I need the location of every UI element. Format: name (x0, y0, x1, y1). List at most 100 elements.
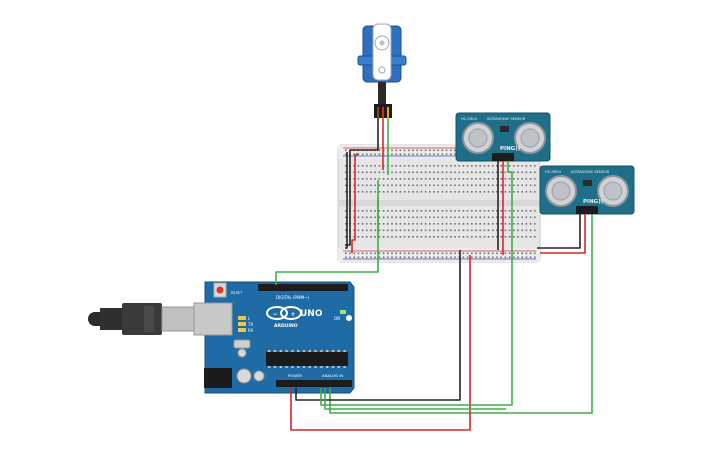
breadboard-hole (361, 229, 364, 232)
breadboard-bottom-rail (338, 248, 540, 262)
breadboard-hole (500, 171, 502, 174)
breadboard-hole (513, 223, 515, 225)
breadboard-hole (517, 256, 519, 259)
breadboard-hole (445, 216, 448, 219)
breadboard-hole (378, 256, 381, 259)
breadboard-hole (450, 171, 452, 174)
breadboard-hole (441, 153, 444, 156)
breadboard-hole (513, 191, 515, 193)
ultrasonic-sensor-1[interactable]: ULTRASONIC SENSOR HC-SR04 PING)) (455, 112, 551, 162)
breadboard-hole (450, 149, 452, 152)
breadboard-hole (412, 229, 414, 232)
breadboard-hole (403, 153, 406, 156)
breadboard-hole (370, 165, 372, 167)
chip-pin (314, 350, 317, 352)
wire-rail-black-left[interactable] (345, 152, 348, 249)
chip-pin (320, 350, 323, 352)
breadboard-hole (357, 178, 360, 180)
breadboard-hole (408, 171, 410, 174)
breadboard-hole (412, 165, 414, 167)
wire-sensor2-gnd[interactable] (537, 214, 581, 249)
breadboard-hole (496, 165, 498, 167)
breadboard-hole (433, 149, 435, 152)
breadboard-hole (378, 178, 381, 180)
breadboard-hole (378, 165, 381, 167)
breadboard-hole (412, 149, 414, 152)
breadboard-hole (357, 252, 360, 255)
breadboard-hole (534, 252, 536, 255)
breadboard-hole (374, 178, 376, 180)
breadboard-hole (534, 191, 536, 193)
breadboard-hole (391, 171, 393, 174)
breadboard-hole (462, 178, 465, 180)
breadboard-hole (416, 178, 418, 180)
breadboard-hole (420, 171, 423, 174)
breadboard-hole (513, 178, 515, 180)
wire-sensor1-trig[interactable] (507, 161, 513, 262)
breadboard-hole (458, 216, 460, 219)
breadboard-hole (504, 191, 507, 193)
breadboard-hole (508, 184, 511, 187)
wire-analog-green-2[interactable] (324, 388, 506, 410)
wire-servo-gnd[interactable] (345, 118, 379, 246)
breadboard-hole (504, 171, 507, 174)
breadboard-hole (366, 252, 368, 255)
breadboard-hole (370, 178, 372, 180)
breadboard-hole (475, 223, 477, 225)
wire-5v-to-arduino[interactable] (290, 255, 471, 431)
ultrasonic-sensor-2[interactable]: ULTRASONIC SENSOR HC-SR04 PING)) (539, 165, 635, 215)
breadboard-hole (471, 252, 473, 255)
breadboard-hole (382, 223, 385, 225)
breadboard-hole (504, 210, 507, 212)
breadboard-center-channel (338, 200, 540, 206)
breadboard-hole (441, 178, 444, 180)
breadboard-hole (454, 216, 456, 219)
chip-pin (320, 366, 323, 368)
breadboard-hole (521, 165, 523, 167)
breadboard-hole (361, 171, 364, 174)
breadboard-hole (458, 178, 460, 180)
breadboard-hole (361, 178, 364, 180)
breadboard-hole (420, 223, 423, 225)
breadboard-hole (399, 165, 402, 167)
wire-rail-red-left[interactable] (351, 153, 358, 253)
breadboard-hole (429, 171, 431, 174)
wire-sensor1-echo-to-arduino[interactable] (320, 262, 513, 406)
breadboard-hole (500, 184, 502, 187)
breadboard-hole (408, 165, 410, 167)
breadboard-hole (403, 178, 406, 180)
breadboard-hole (466, 178, 469, 180)
breadboard-hole (496, 229, 498, 232)
breadboard[interactable] (337, 144, 541, 263)
chip-pin (273, 350, 277, 352)
breadboard-hole (492, 223, 494, 225)
breadboard-hole (513, 210, 515, 212)
breadboard-hole (429, 252, 431, 255)
breadboard-hole (475, 191, 477, 193)
wire-sensor2-vcc[interactable] (540, 214, 586, 254)
breadboard-hole (357, 191, 360, 193)
breadboard-hole (357, 171, 360, 174)
breadboard-hole (357, 236, 360, 238)
breadboard-hole (366, 256, 368, 259)
breadboard-hole (412, 223, 414, 225)
breadboard-hole (492, 165, 494, 167)
wire-gnd-to-arduino[interactable] (295, 250, 461, 401)
breadboard-hole (525, 216, 528, 219)
breadboard-hole (370, 171, 372, 174)
chip-pin (331, 366, 335, 368)
breadboard-hole (420, 184, 423, 187)
servo-motor[interactable] (357, 23, 407, 118)
breadboard-hole (496, 171, 498, 174)
tx-led (238, 322, 246, 326)
breadboard-hole (412, 210, 414, 212)
arduino-uno[interactable]: RESET DIGITAL (PWM~) L TX RX ON − + UNO … (193, 281, 355, 394)
breadboard-hole (450, 191, 452, 193)
breadboard-hole (416, 236, 418, 238)
reset-button[interactable] (216, 286, 224, 294)
usb-cable[interactable] (88, 303, 195, 335)
breadboard-hole (483, 223, 486, 225)
breadboard-hole (462, 236, 465, 238)
breadboard-hole (412, 191, 414, 193)
breadboard-hole (462, 216, 465, 219)
